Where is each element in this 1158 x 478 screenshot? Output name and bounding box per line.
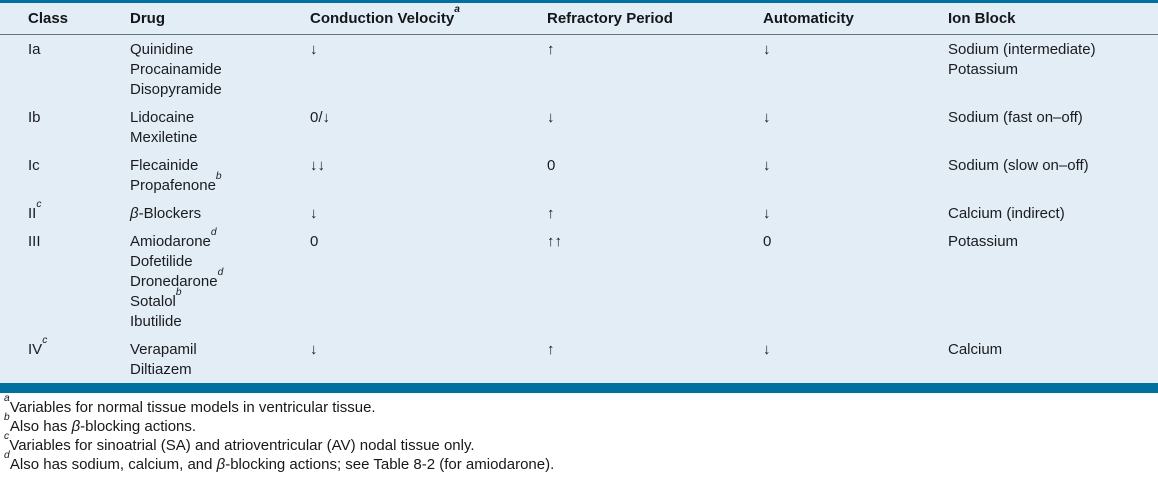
cell-class: Ic xyxy=(28,157,40,174)
cell-class: IIc xyxy=(28,199,42,222)
beta-symbol: β xyxy=(71,418,81,435)
cell-refractory-period: ↑ xyxy=(547,341,555,358)
cell-conduction-velocity: 0/↓ xyxy=(310,109,331,126)
cell-ion-block: Sodium (fast on–off) xyxy=(948,109,1083,126)
column-header-class: Class xyxy=(0,1,130,35)
cell-refractory-period: ↓ xyxy=(547,109,555,126)
beta-symbol: β xyxy=(216,456,226,473)
cell-conduction-velocity: ↓ xyxy=(310,341,318,358)
cell-refractory-period: ↑↑ xyxy=(547,233,562,250)
superscript-note-ref: b xyxy=(4,412,10,424)
superscript-note-ref: a xyxy=(454,4,461,16)
footnote: cVariables for sinoatrial (SA) and atrio… xyxy=(4,431,475,454)
cell-automaticity: ↓ xyxy=(763,109,771,126)
cell-refractory-period: ↑ xyxy=(547,41,555,58)
cell-class: III xyxy=(28,233,41,250)
footnotes-block: aVariables for normal tissue models in v… xyxy=(0,393,1158,474)
cell-automaticity: ↓ xyxy=(763,157,771,174)
cell-class: IVc xyxy=(28,335,48,358)
column-header-drug: Drug xyxy=(130,1,310,35)
footnote: dAlso has sodium, calcium, and β-blockin… xyxy=(4,450,555,473)
cell-class: Ia xyxy=(28,41,41,58)
superscript-note-ref: d xyxy=(4,450,10,462)
cell-refractory-period: 0 xyxy=(547,157,556,174)
cell-automaticity: ↓ xyxy=(763,205,771,222)
superscript-note-ref: c xyxy=(4,431,10,443)
superscript-note-ref: a xyxy=(4,393,10,405)
column-header-refractory-period: Refractory Period xyxy=(547,1,763,35)
cell-ion-block: Calcium (indirect) xyxy=(948,205,1065,222)
superscript-note-ref: c xyxy=(36,199,42,211)
cell-drug: β-Blockers xyxy=(130,205,202,222)
cell-conduction-velocity: ↓ xyxy=(310,205,318,222)
cell-conduction-velocity: 0 xyxy=(310,233,319,250)
column-header-automaticity: Automaticity xyxy=(763,1,948,35)
cell-refractory-period: ↑ xyxy=(547,205,555,222)
footnote: aVariables for normal tissue models in v… xyxy=(4,393,376,416)
superscript-note-ref: d xyxy=(217,267,224,279)
cell-automaticity: 0 xyxy=(763,233,772,250)
superscript-note-ref: b xyxy=(175,287,182,299)
cell-ion-block: Potassium xyxy=(948,233,1019,250)
superscript-note-ref: d xyxy=(210,227,217,239)
superscript-note-ref: c xyxy=(42,335,48,347)
column-header-ion-block: Ion Block xyxy=(948,1,1158,35)
cell-automaticity: ↓ xyxy=(763,41,771,58)
cell-ion-block: Calcium xyxy=(948,341,1003,358)
cell-ion-block: Sodium (slow on–off) xyxy=(948,157,1089,174)
cell-ion-block: Sodium (intermediate)Potassium xyxy=(948,41,1096,78)
cell-conduction-velocity: ↓↓ xyxy=(310,157,325,174)
cell-automaticity: ↓ xyxy=(763,341,771,358)
table-bottom-rule xyxy=(0,383,1158,393)
superscript-note-ref: b xyxy=(215,171,222,183)
beta-symbol: β xyxy=(130,205,139,222)
table-row-class-II: IIc β-Blockers ↓ ↑ ↓ Calcium (indirect) xyxy=(0,199,1158,227)
cell-class: Ib xyxy=(28,109,41,126)
cell-conduction-velocity: ↓ xyxy=(310,41,318,58)
footnote: bAlso has β-blocking actions. xyxy=(4,412,197,435)
column-header-conduction-velocity: Conduction Velocitya xyxy=(310,1,547,35)
